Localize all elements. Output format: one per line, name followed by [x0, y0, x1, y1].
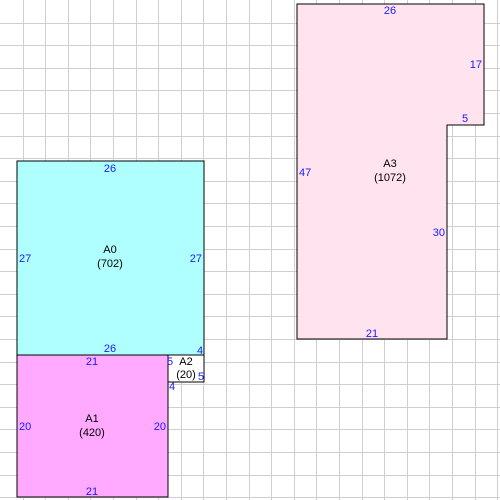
area-a3-dim-notch: 5: [462, 113, 468, 125]
area-a0-shape[interactable]: [16, 160, 205, 356]
area-a3[interactable]: A3 (1072) 26 47 17 5 30 21: [296, 3, 485, 340]
area-a1-dim-top: 21: [86, 356, 98, 368]
area-a2-dim-bottom: 4: [169, 381, 175, 393]
area-a0[interactable]: A0 (702) 26 27 27 26: [16, 160, 205, 356]
area-a3-dim-left: 47: [299, 167, 311, 179]
area-a3-area: (1072): [374, 172, 406, 184]
area-a0-area: (702): [97, 258, 123, 270]
area-a3-dim-right-upper: 17: [470, 59, 482, 71]
area-a2-shape[interactable]: [167, 354, 205, 383]
area-a0-dim-right: 27: [190, 253, 202, 265]
area-a2-name: A2: [179, 356, 192, 368]
area-a1-shape[interactable]: [16, 354, 169, 498]
area-a0-dim-left: 27: [19, 253, 31, 265]
area-a3-dim-bottom: 21: [366, 328, 378, 340]
area-a1-area: (420): [79, 427, 105, 439]
area-a2-dim-left: 5: [167, 356, 173, 368]
area-a1-dim-left: 20: [19, 421, 31, 433]
area-a1[interactable]: A1 (420) 21 20 20 21: [16, 354, 169, 498]
area-a0-name: A0: [103, 244, 116, 256]
area-a3-dim-top: 26: [384, 5, 396, 17]
area-a3-shape[interactable]: [296, 3, 485, 340]
area-a2[interactable]: A2 (20) 4 5 5 4: [167, 345, 205, 393]
area-a3-name: A3: [383, 158, 396, 170]
area-a2-dim-right: 5: [198, 371, 204, 383]
area-a1-dim-right: 20: [154, 421, 166, 433]
area-a1-name: A1: [85, 413, 98, 425]
area-a0-dim-bottom: 26: [104, 343, 116, 355]
area-a3-dim-right-lower: 30: [433, 227, 445, 239]
area-a2-dim-top: 4: [197, 345, 203, 357]
area-a0-dim-top: 26: [104, 163, 116, 175]
area-a1-dim-bottom: 21: [86, 486, 98, 498]
area-a2-area: (20): [176, 369, 196, 381]
